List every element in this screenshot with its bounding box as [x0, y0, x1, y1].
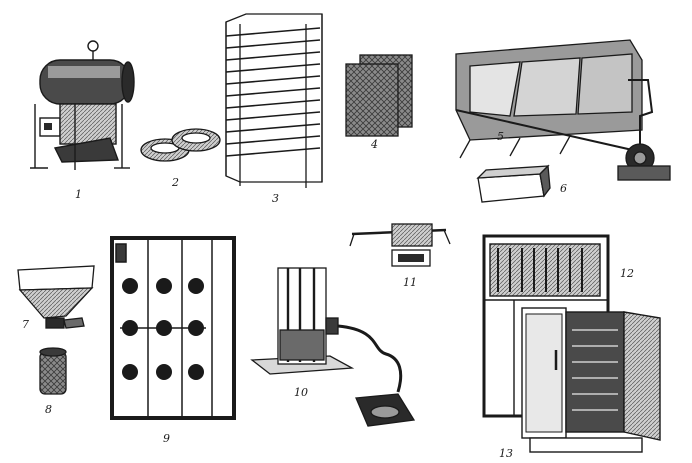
tray-box-drawing: [476, 164, 551, 203]
figure-number-4: 4: [370, 138, 378, 151]
scale-drawing: [349, 223, 451, 267]
figure-number-5: 5: [497, 130, 504, 143]
incubator-drawing: [521, 307, 661, 453]
screen-frames-drawing: [345, 54, 413, 137]
rings-drawing: [140, 128, 221, 162]
hopper-drawing: [17, 265, 95, 329]
figure-number-3: 3: [272, 192, 279, 205]
figure-number-8: 8: [45, 403, 52, 416]
figure-number-1: 1: [75, 188, 82, 201]
figure-number-11: 11: [403, 276, 417, 289]
figure-number-13: 13: [499, 447, 513, 460]
figure-number-12: 12: [620, 267, 634, 280]
figure-number-9: 9: [163, 432, 170, 445]
figure-number-7: 7: [22, 318, 29, 331]
figure-number-10: 10: [294, 386, 308, 399]
shelf-rack-drawing: [225, 13, 323, 188]
jar-drawing: [39, 347, 67, 395]
lab-apparatus-drawing: [250, 267, 416, 427]
figure-number-6: 6: [560, 182, 567, 195]
port-cabinet-drawing: [110, 236, 236, 420]
figure-number-2: 2: [171, 176, 179, 189]
autoclave-drawing: [30, 40, 135, 170]
conveyor-chamber-drawing: [455, 39, 671, 181]
